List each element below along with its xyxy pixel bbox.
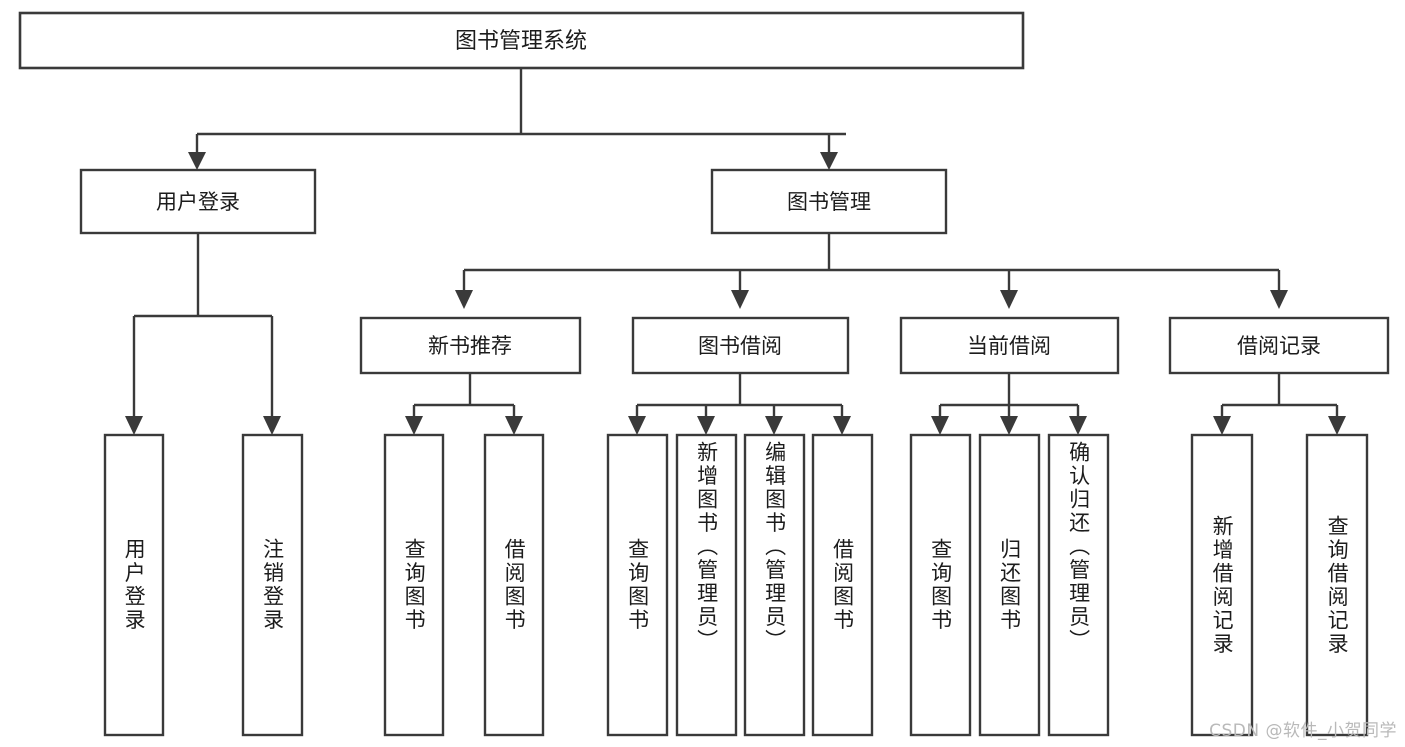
node-user-login-label: 用户登录	[156, 190, 240, 214]
node-user-login[interactable]: 用户登录	[79, 168, 317, 235]
connector-root-to-level2	[188, 68, 846, 170]
leaf-node-add-borrow-record[interactable]	[1190, 433, 1254, 737]
connector-borrow-record-to-leaves	[1213, 373, 1346, 435]
connector-book-mgmt-to-level3	[455, 233, 1288, 309]
node-borrow-record[interactable]: 借阅记录	[1168, 316, 1390, 375]
node-new-book-recommend[interactable]: 新书推荐	[359, 316, 582, 375]
node-root-label: 图书管理系统	[455, 29, 587, 54]
leaf-node-query-borrow-record[interactable]	[1305, 433, 1369, 737]
leaf-node-query-book-current[interactable]	[909, 433, 972, 737]
node-current-borrow-label: 当前借阅	[967, 334, 1051, 358]
leaf-node-add-book-admin[interactable]	[675, 433, 738, 737]
leaf-node-edit-book-admin[interactable]	[743, 433, 806, 737]
connector-user-login-to-leaves	[125, 233, 281, 435]
connector-book-borrow-to-leaves	[628, 373, 851, 435]
connector-current-borrow-to-leaves	[931, 373, 1087, 435]
node-borrow-record-label: 借阅记录	[1237, 334, 1321, 358]
node-book-management[interactable]: 图书管理	[710, 168, 948, 235]
leaf-node-borrow-book[interactable]	[811, 433, 874, 737]
leaf-node-return-book[interactable]	[978, 433, 1041, 737]
leaf-node-query-book-borrow[interactable]	[606, 433, 669, 737]
leaf-node-query-book-recommend[interactable]	[383, 433, 445, 737]
node-book-borrow-label: 图书借阅	[698, 334, 782, 358]
node-book-management-label: 图书管理	[787, 190, 871, 214]
leaf-node-confirm-return-admin[interactable]	[1047, 433, 1110, 737]
node-book-borrow[interactable]: 图书借阅	[631, 316, 850, 375]
leaf-node-borrow-book-recommend[interactable]	[483, 433, 545, 737]
node-new-book-recommend-label: 新书推荐	[428, 334, 512, 358]
leaf-node-user-login[interactable]	[103, 433, 165, 737]
node-root[interactable]: 图书管理系统	[18, 11, 1025, 70]
leaf-node-logout[interactable]	[241, 433, 304, 737]
connector-new-book-to-leaves	[405, 373, 523, 435]
node-current-borrow[interactable]: 当前借阅	[899, 316, 1120, 375]
